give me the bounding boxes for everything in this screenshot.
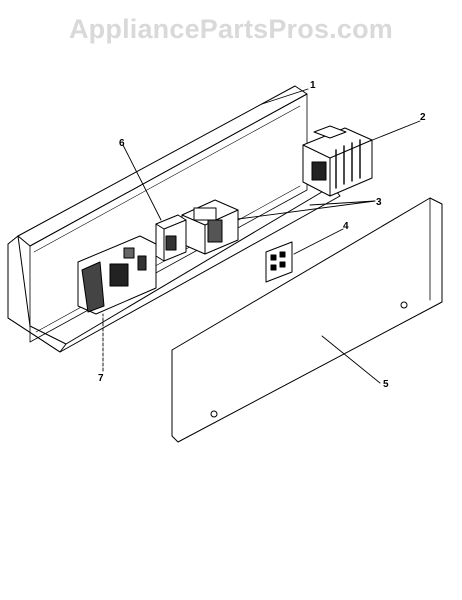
callout-2: 2: [420, 112, 426, 123]
callout-5: 5: [383, 379, 389, 390]
terminal-plate-part: [265, 241, 293, 283]
callout-7: 7: [98, 373, 104, 384]
callout-4: 4: [343, 221, 349, 232]
callout-3: 3: [376, 197, 382, 208]
site-watermark: AppliancePartsPros.com: [68, 14, 393, 44]
callout-1: 1: [310, 80, 316, 91]
relay-part: [155, 214, 187, 262]
callout-6: 6: [119, 138, 125, 149]
transformer-part: [181, 199, 239, 255]
front-cover-panel: [171, 197, 443, 443]
circuit-board-part: [77, 235, 157, 315]
contactor-part: [302, 125, 373, 197]
